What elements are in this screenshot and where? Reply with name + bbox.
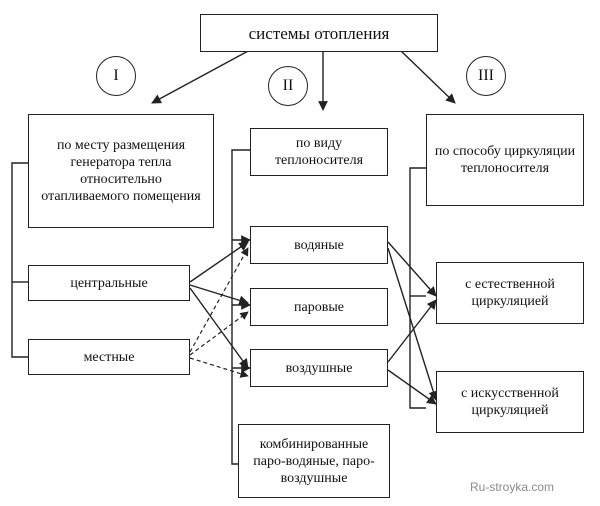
bracket-group-3	[409, 167, 426, 409]
root-box: системы отопления	[200, 14, 438, 52]
group-3-box: по способу циркуляции теплоносителя	[426, 114, 584, 206]
group-1-label: по месту размещения генератора тепла отн…	[41, 138, 201, 204]
arrow-water-natural	[387, 241, 437, 297]
placement-central-box: центральные	[28, 265, 190, 301]
group-2-box: по виду теплоносителя	[250, 128, 388, 176]
placement-local-box: местные	[28, 339, 190, 375]
root-label: системы отопления	[248, 23, 390, 43]
arrow-air-natural	[387, 299, 437, 363]
carrier-steam-box: паровые	[250, 288, 388, 326]
numeral-2: II	[282, 77, 294, 94]
numeral-1: I	[113, 67, 119, 84]
numeral-circle-1: I	[96, 56, 136, 96]
arrow-water-forced	[387, 247, 439, 401]
dashed-arrow-local-steam	[189, 311, 249, 356]
carrier-air-label: воздушные	[285, 360, 353, 376]
circulation-natural-label: с естественной циркуляцией	[465, 277, 555, 309]
watermark: Ru-stroyka.com	[470, 480, 555, 494]
bracket-group-1	[11, 162, 28, 358]
dashed-arrow-local-air	[189, 357, 249, 378]
carrier-combined-box: комбинированные паро-водяные, паро-возду…	[238, 424, 390, 498]
bracket-group-2	[231, 149, 250, 465]
carrier-air-box: воздушные	[250, 349, 388, 387]
arrow-air-forced	[387, 369, 437, 405]
group-3-label: по способу циркуляции теплоносителя	[434, 144, 576, 176]
circulation-natural-box: с естественной циркуляцией	[436, 262, 584, 324]
dashed-arrow-local-water	[189, 247, 249, 353]
circulation-forced-label: с искусственной циркуляцией	[461, 386, 559, 418]
carrier-combined-label: комбинированные паро-водяные, паро-возду…	[253, 436, 375, 486]
arrow-root-to-group-1	[151, 49, 251, 104]
arrow-central-water	[189, 241, 249, 283]
group-2-label: по виду теплоносителя	[274, 136, 364, 168]
carrier-water-label: водяные	[294, 237, 344, 253]
arrow-central-air	[189, 287, 249, 369]
placement-central-label: центральные	[70, 275, 148, 291]
arrow-root-to-group-3	[399, 49, 456, 104]
numeral-3: III	[478, 67, 494, 84]
carrier-steam-label: паровые	[294, 299, 344, 315]
circulation-forced-box: с искусственной циркуляцией	[436, 371, 584, 433]
group-1-box: по месту размещения генератора тепла отн…	[28, 114, 214, 228]
numeral-circle-3: III	[466, 56, 506, 96]
arrow-central-steam	[189, 284, 249, 306]
placement-local-label: местные	[83, 349, 135, 365]
numeral-circle-2: II	[268, 66, 308, 106]
carrier-water-box: водяные	[250, 226, 388, 264]
